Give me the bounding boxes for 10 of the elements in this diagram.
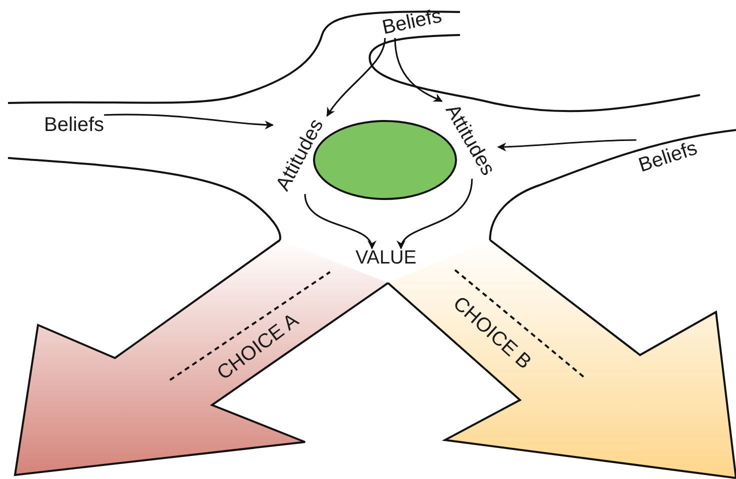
concept-label: Beliefs [44, 115, 104, 135]
concept-label: Beliefs [380, 6, 444, 38]
arrow [326, 38, 386, 117]
arrow [497, 139, 636, 152]
arrow [398, 178, 473, 250]
arrow [394, 38, 443, 102]
concept-label: Beliefs [636, 138, 700, 176]
arrow [104, 114, 274, 130]
arrow [304, 194, 375, 250]
concept-label: VALUE [356, 248, 416, 268]
